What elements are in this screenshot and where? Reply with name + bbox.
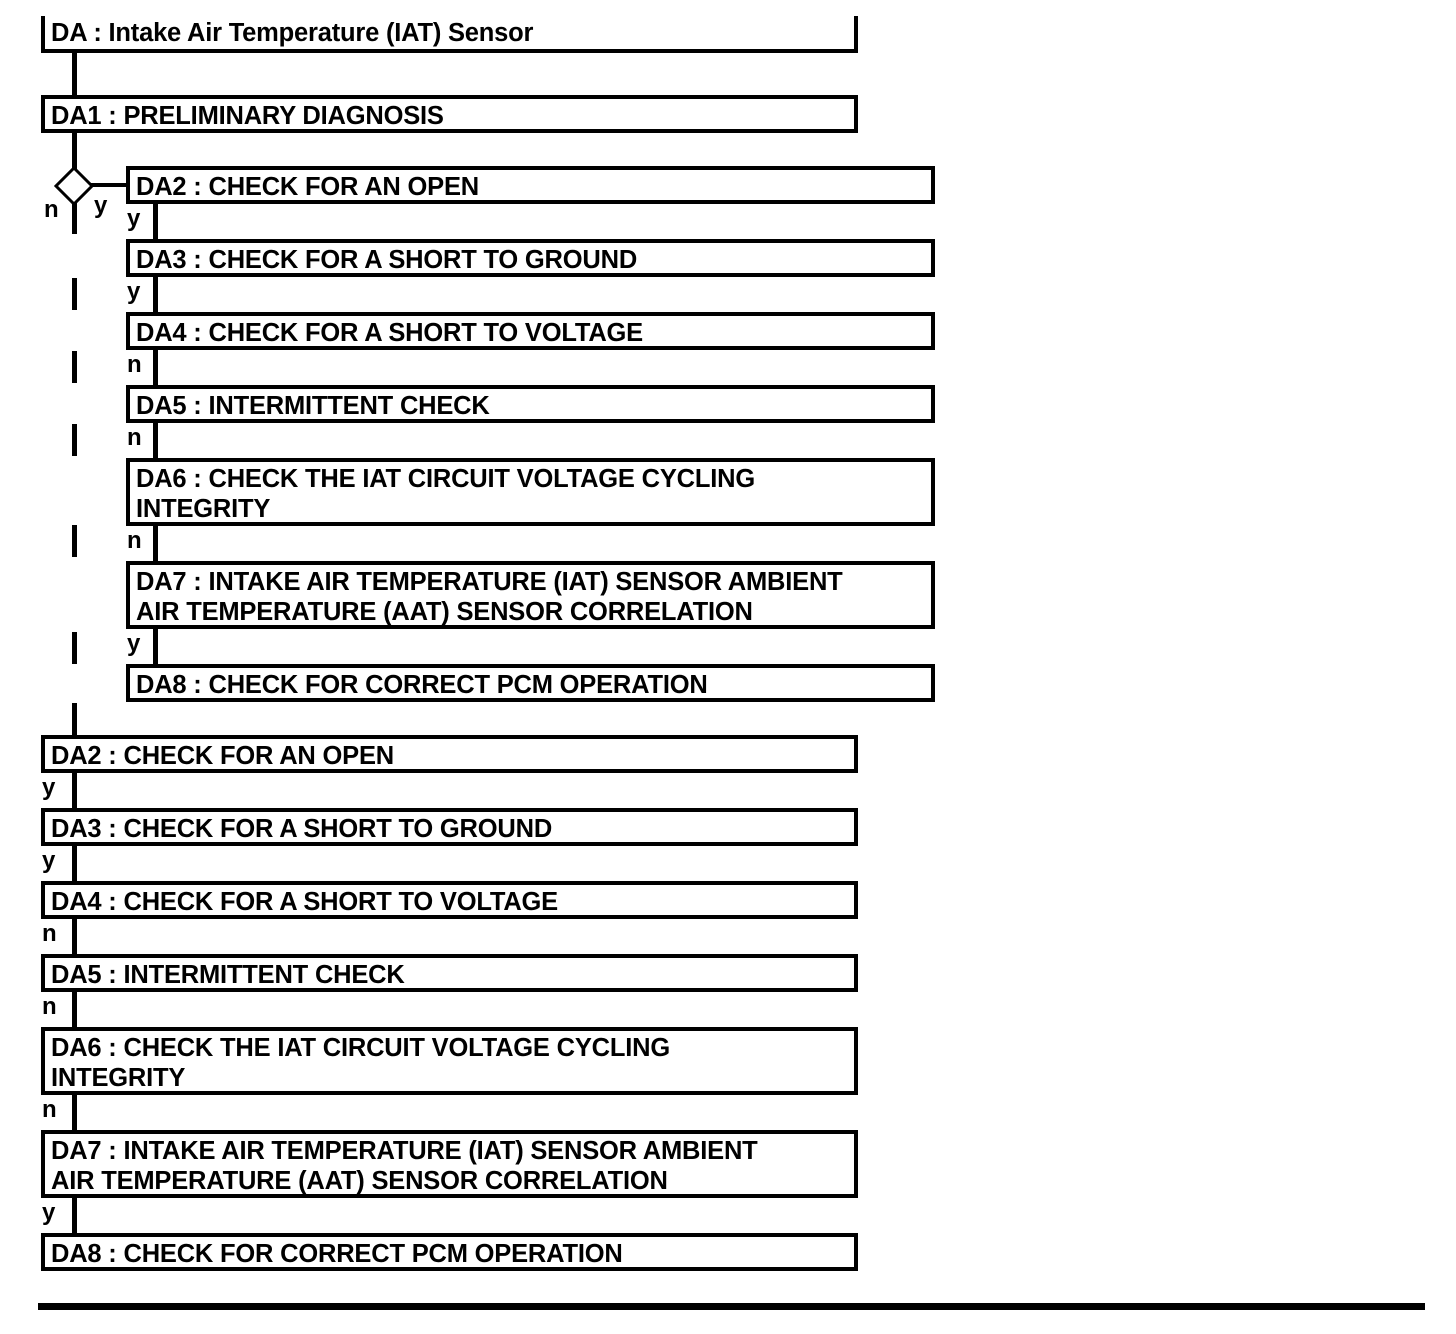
node-main-DA2[interactable]: DA2 : CHECK FOR AN OPEN: [41, 735, 858, 773]
connector-main-da2-da3: [72, 773, 77, 808]
decision-yes-label: y: [94, 192, 108, 219]
rail-no-seg-3: [72, 351, 77, 383]
rail-no-seg-1: [72, 202, 77, 234]
branch-label-main-da2: y: [42, 774, 56, 801]
node-DA-entry[interactable]: DA : Intake Air Temperature (IAT) Sensor: [41, 16, 858, 53]
rail-no-seg-4: [72, 424, 77, 456]
connector-main-da3-da4: [72, 846, 77, 881]
branch-label-main-da5: n: [42, 993, 57, 1020]
branch-label-main-da7: y: [42, 1199, 56, 1226]
connector-indented-da7-da8: [153, 629, 158, 664]
connector-indented-da3-da4: [153, 277, 158, 312]
branch-label-main-da6: n: [42, 1096, 57, 1123]
connector-indented-da2-da3: [153, 204, 158, 239]
branch-label-indented-da2: y: [127, 205, 141, 232]
node-indented-DA7[interactable]: DA7 : INTAKE AIR TEMPERATURE (IAT) SENSO…: [126, 561, 935, 629]
branch-label-indented-da5: n: [127, 424, 142, 451]
node-main-DA7[interactable]: DA7 : INTAKE AIR TEMPERATURE (IAT) SENSO…: [41, 1130, 858, 1198]
node-indented-DA2[interactable]: DA2 : CHECK FOR AN OPEN: [126, 166, 935, 204]
branch-label-indented-da4: n: [127, 351, 142, 378]
decision-no-label: n: [44, 196, 59, 223]
node-main-DA6[interactable]: DA6 : CHECK THE IAT CIRCUIT VOLTAGE CYCL…: [41, 1027, 858, 1095]
branch-label-main-da3: y: [42, 847, 56, 874]
connector-indented-da6-da7: [153, 526, 158, 561]
connector-decision-yes: [88, 183, 130, 187]
node-main-DA3[interactable]: DA3 : CHECK FOR A SHORT TO GROUND: [41, 808, 858, 846]
branch-label-indented-da3: y: [127, 278, 141, 305]
rail-no-seg-6: [72, 632, 77, 664]
node-main-DA5[interactable]: DA5 : INTERMITTENT CHECK: [41, 954, 858, 992]
connector-indented-da4-da5: [153, 350, 158, 385]
decision-diamond[interactable]: [53, 165, 95, 207]
connector-main-da5-da6: [72, 992, 77, 1027]
rail-no-seg-5: [72, 525, 77, 557]
node-main-DA8[interactable]: DA8 : CHECK FOR CORRECT PCM OPERATION: [41, 1233, 858, 1271]
branch-label-indented-da7: y: [127, 630, 141, 657]
branch-label-indented-da6: n: [127, 527, 142, 554]
node-main-DA4[interactable]: DA4 : CHECK FOR A SHORT TO VOLTAGE: [41, 881, 858, 919]
node-indented-DA8[interactable]: DA8 : CHECK FOR CORRECT PCM OPERATION: [126, 664, 935, 702]
node-indented-DA3[interactable]: DA3 : CHECK FOR A SHORT TO GROUND: [126, 239, 935, 277]
rail-no-seg-2: [72, 278, 77, 310]
node-indented-DA6[interactable]: DA6 : CHECK THE IAT CIRCUIT VOLTAGE CYCL…: [126, 458, 935, 526]
node-indented-DA4[interactable]: DA4 : CHECK FOR A SHORT TO VOLTAGE: [126, 312, 935, 350]
connector-indented-da5-da6: [153, 423, 158, 458]
branch-label-main-da4: n: [42, 920, 57, 947]
node-indented-DA5[interactable]: DA5 : INTERMITTENT CHECK: [126, 385, 935, 423]
connector-main-da7-da8: [72, 1198, 77, 1233]
connector-da1-to-decision: [72, 133, 77, 170]
diamond-shape: [53, 165, 95, 207]
rail-no-seg-7: [72, 703, 77, 735]
connector-main-da4-da5: [72, 919, 77, 954]
connector-main-da6-da7: [72, 1095, 77, 1130]
node-DA1-preliminary-diagnosis[interactable]: DA1 : PRELIMINARY DIAGNOSIS: [41, 95, 858, 133]
footer-divider: [38, 1303, 1425, 1310]
connector-entry-to-da1: [72, 52, 77, 96]
